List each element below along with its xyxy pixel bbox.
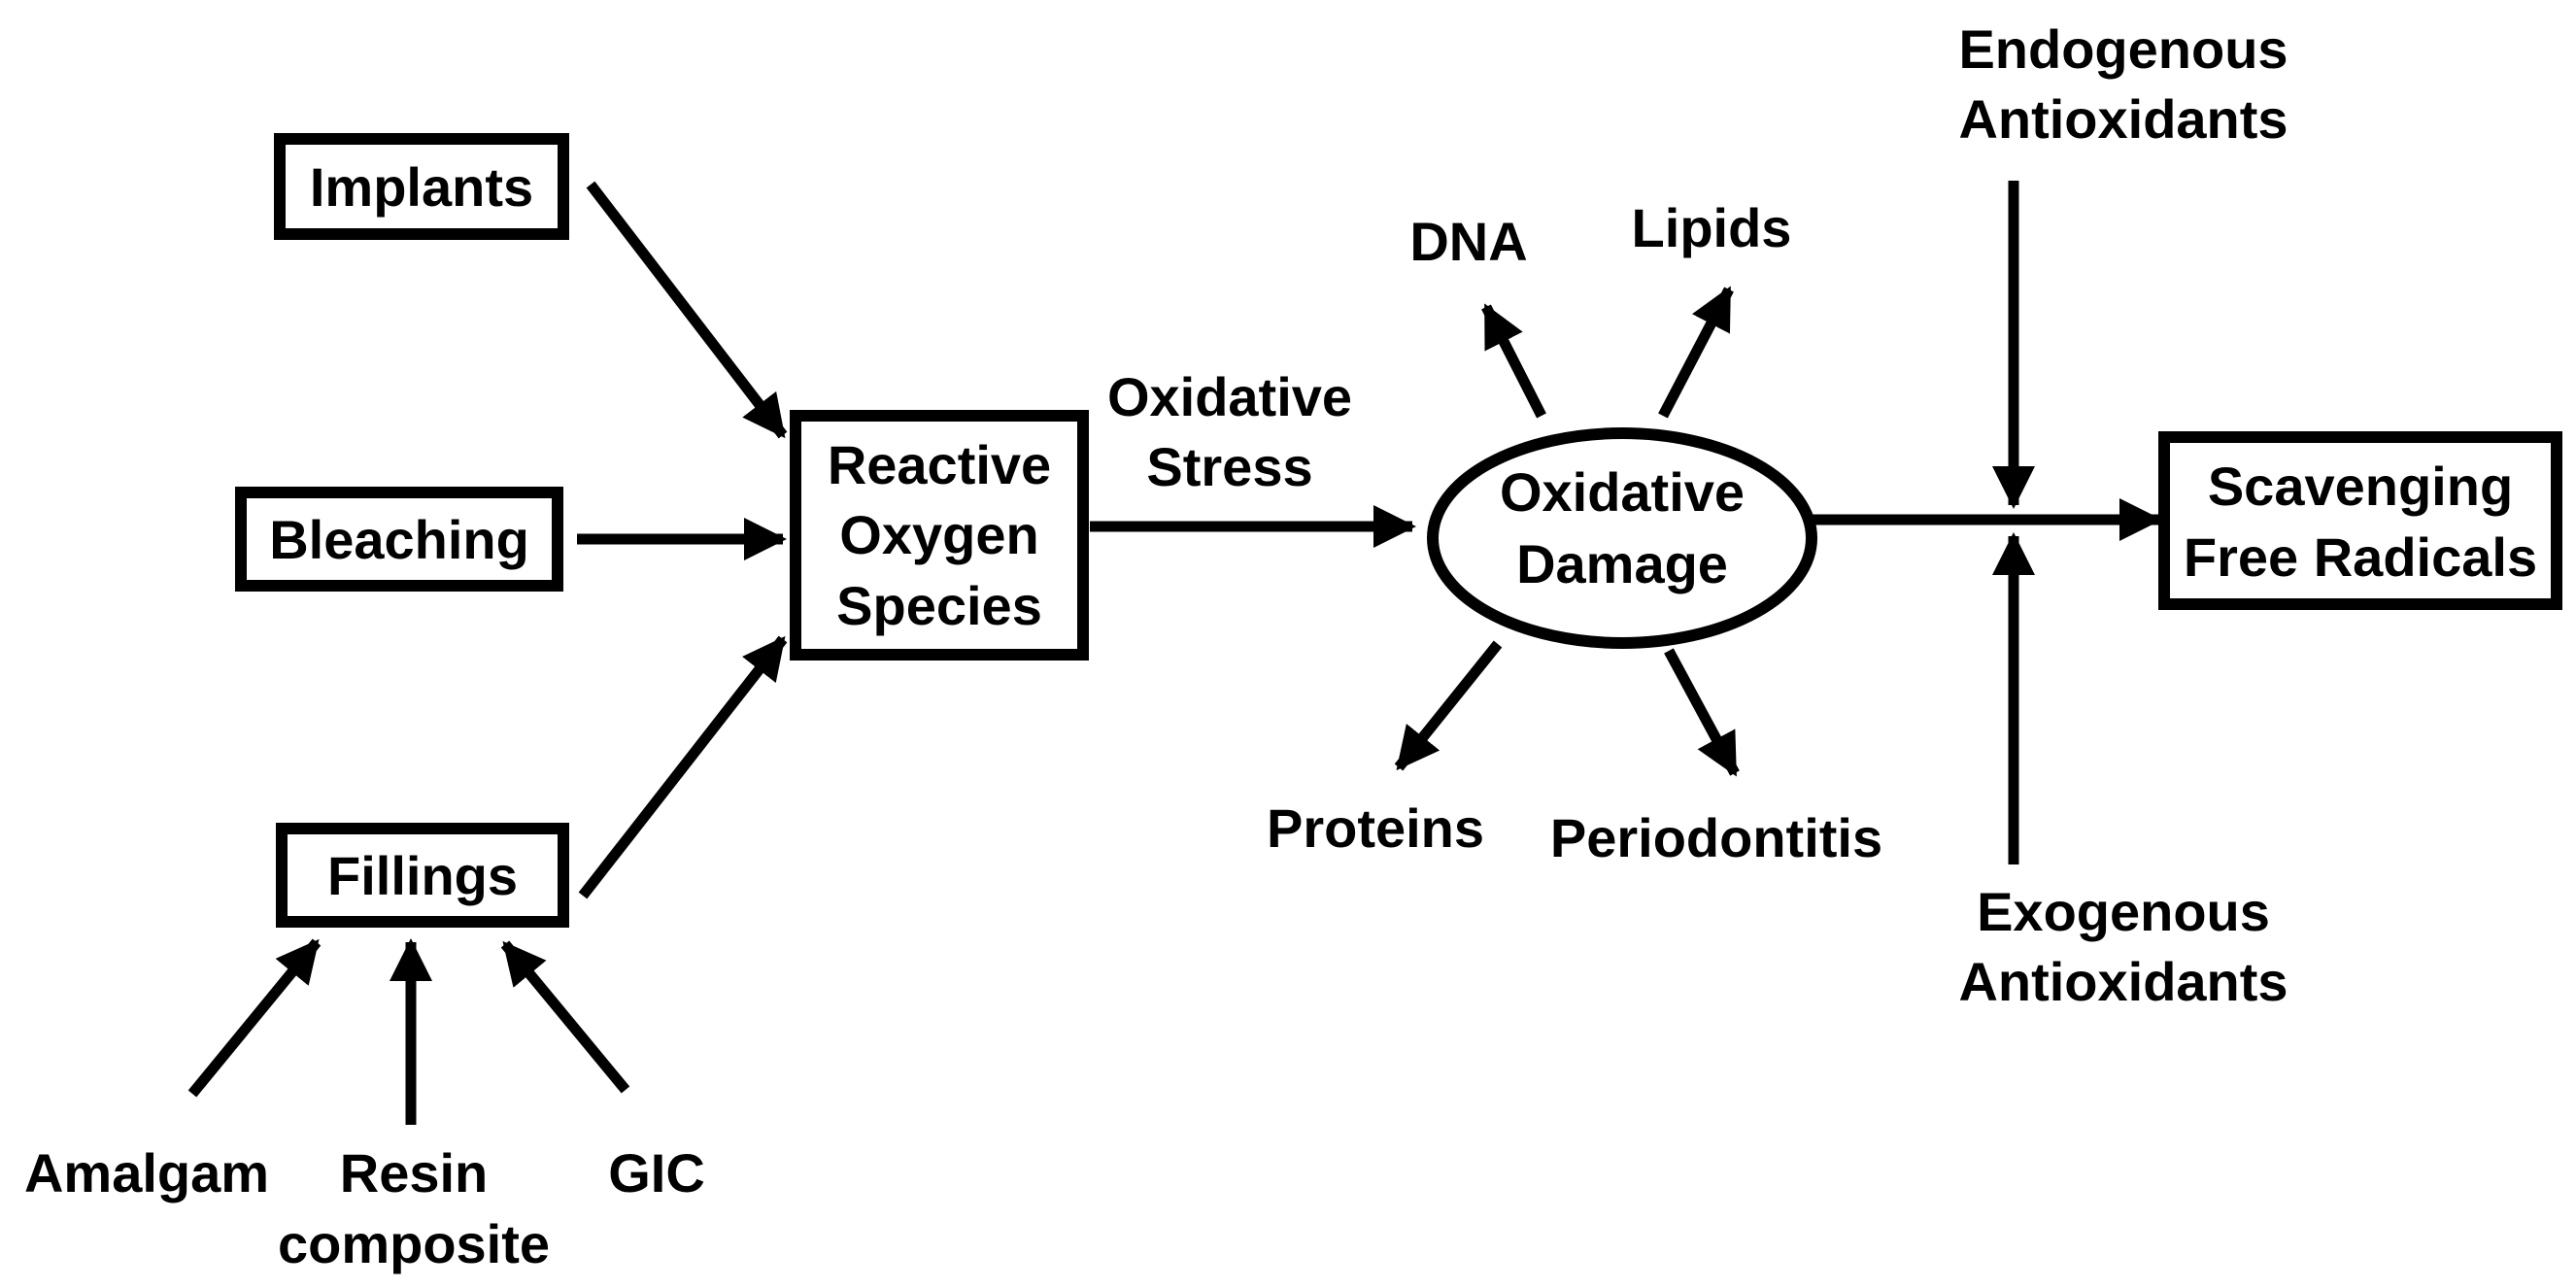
arrow-implants-to-ros — [586, 181, 788, 439]
endogenous-antioxidants-label-line2: Antioxidants — [1958, 88, 2288, 150]
arrow-damage-to-dna — [1481, 303, 1546, 419]
scavenging-label-line1: Scavenging — [2208, 456, 2513, 517]
ros-label-line3: Species — [836, 575, 1042, 636]
oxidative-damage-ellipse — [1427, 427, 1817, 649]
resin-composite-label-line2: composite — [278, 1213, 550, 1274]
fillings-label: Fillings — [327, 845, 518, 906]
arrow-damage-to-lipids — [1658, 286, 1734, 419]
lipids-label: Lipids — [1632, 197, 1792, 258]
exogenous-antioxidants-label-line1: Exogenous — [1977, 881, 2270, 942]
proteins-label: Proteins — [1267, 797, 1484, 859]
implants-label: Implants — [310, 156, 533, 218]
ros-label-line2: Oxygen — [839, 504, 1038, 565]
bleaching-box — [235, 487, 563, 592]
arrow-damage-to-periodontitis — [1664, 648, 1740, 777]
oxidative-stress-label-line1: Oxidative — [1107, 366, 1352, 427]
oxidative-stress-label-line2: Stress — [1146, 436, 1312, 497]
resin-composite-label-line1: Resin — [340, 1142, 489, 1203]
implants-box — [274, 133, 569, 240]
fillings-box — [276, 823, 569, 928]
damage-label-line2: Damage — [1516, 533, 1728, 594]
damage-label-line1: Oxidative — [1500, 461, 1745, 523]
arrow-gic-to-fillings — [500, 940, 630, 1094]
scavenging-free-radicals-box — [2158, 431, 2562, 610]
ros-label-line1: Reactive — [828, 434, 1051, 495]
arrow-fillings-to-ros — [578, 635, 788, 899]
scavenging-label-line2: Free Radicals — [2184, 526, 2537, 588]
gic-label: GIC — [608, 1142, 705, 1203]
exogenous-antioxidants-label-line2: Antioxidants — [1958, 951, 2288, 1012]
dna-label: DNA — [1409, 211, 1527, 272]
arrow-amalgam-to-fillings — [187, 938, 322, 1098]
endogenous-antioxidants-label-line1: Endogenous — [1958, 18, 2288, 80]
bleaching-label: Bleaching — [269, 509, 529, 570]
periodontitis-label: Periodontitis — [1550, 807, 1882, 868]
amalgam-label: Amalgam — [24, 1142, 269, 1203]
arrow-damage-to-proteins — [1394, 640, 1503, 771]
reactive-oxygen-species-box — [790, 410, 1089, 661]
